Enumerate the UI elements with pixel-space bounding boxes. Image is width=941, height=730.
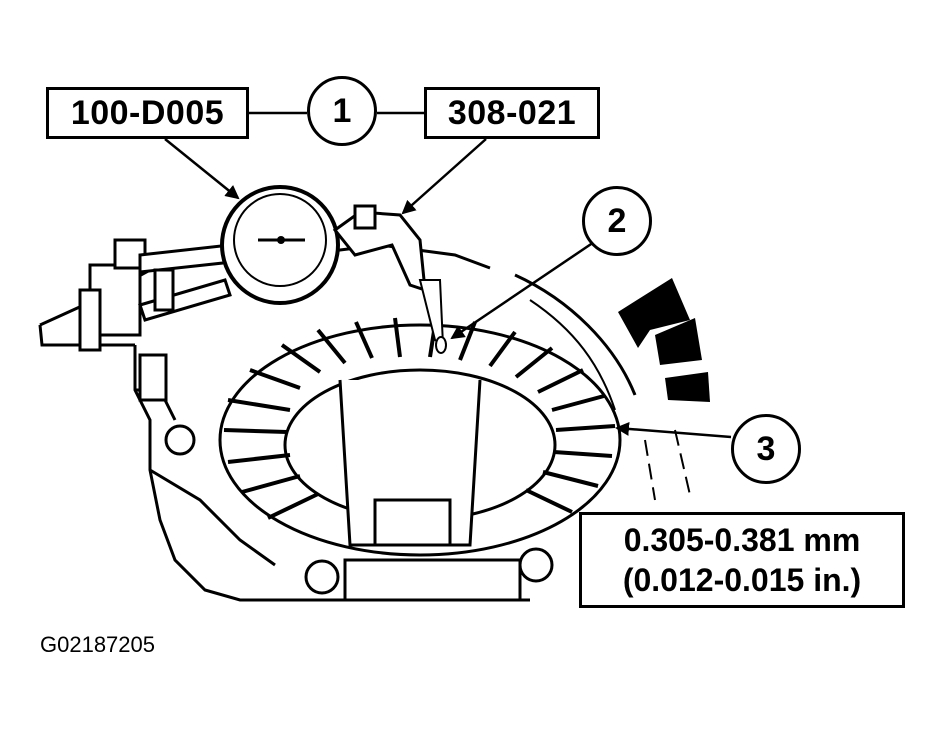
pinion-cap bbox=[338, 379, 522, 602]
dial-indicator bbox=[220, 185, 447, 354]
backlash-specification: 0.305-0.381 mm (0.012-0.015 in.) bbox=[579, 512, 905, 608]
rotation-direction-arrow bbox=[618, 278, 710, 402]
leader-lines bbox=[164, 111, 732, 439]
callout-3: 3 bbox=[731, 414, 801, 484]
callout-1: 1 bbox=[307, 76, 377, 146]
spec-metric: 0.305-0.381 mm bbox=[623, 522, 861, 558]
dial-indicator-mount bbox=[78, 238, 234, 352]
tool-label-308-021: 308-021 bbox=[424, 87, 600, 139]
spec-imperial: (0.012-0.015 in.) bbox=[622, 562, 862, 598]
tool-label-100-d005: 100-D005 bbox=[46, 87, 249, 139]
callout-2: 2 bbox=[582, 186, 652, 256]
figure-id: G02187205 bbox=[40, 632, 155, 657]
